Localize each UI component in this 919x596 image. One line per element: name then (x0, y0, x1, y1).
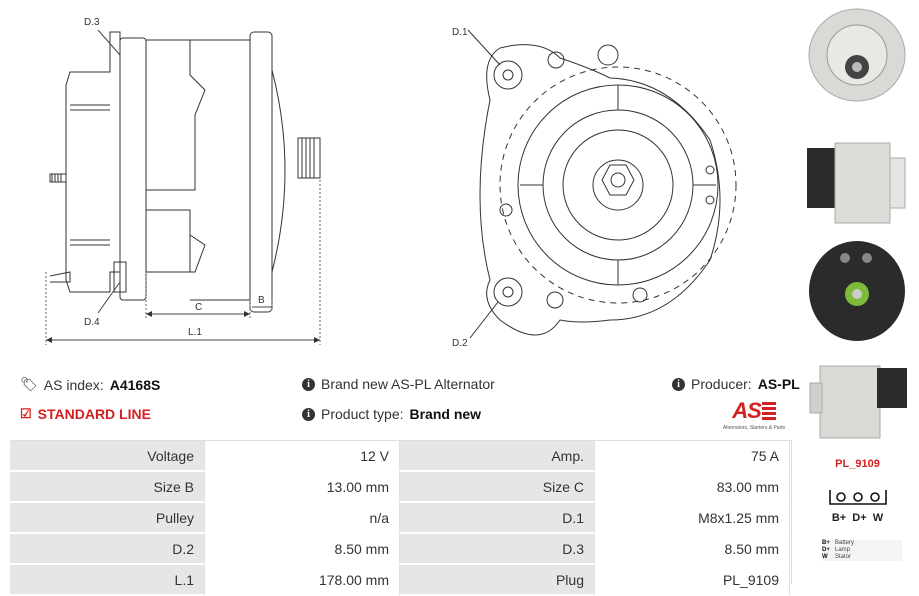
spec-value: 83.00 mm (594, 472, 790, 503)
product-photo-side[interactable] (805, 128, 910, 228)
spec-value: 8.50 mm (204, 534, 400, 565)
spec-label: Size B (10, 472, 204, 503)
plug-terminal-icon (829, 490, 887, 505)
label-l1: L.1 (188, 327, 202, 338)
spec-label: Amp. (400, 441, 594, 472)
label-c: C (195, 302, 202, 313)
spec-label: Pulley (10, 503, 204, 534)
label-d2: D.2 (452, 338, 468, 349)
info-icon: i (672, 377, 685, 391)
spec-value: 13.00 mm (204, 472, 400, 503)
plug-terminals: B+ D+ W (831, 512, 884, 524)
spec-label: Size C (400, 472, 594, 503)
spec-value: n/a (204, 503, 400, 534)
checkbox-icon: ☑ (20, 406, 32, 421)
spec-value: 8.50 mm (594, 534, 790, 565)
spec-value: 12 V (204, 441, 400, 472)
standard-line-badge: ☑ STANDARD LINE (20, 406, 151, 422)
plug-id: PL_9109 (835, 458, 880, 470)
product-photo-rear[interactable] (805, 236, 910, 351)
product-photo-plug-side[interactable] (805, 358, 910, 443)
label-d1: D.1 (452, 27, 468, 38)
spec-label: Voltage (10, 441, 204, 472)
info-icon: i (302, 407, 315, 421)
label-b: B (258, 295, 265, 306)
spec-label: D.3 (400, 534, 594, 565)
spec-label: L.1 (10, 565, 204, 596)
tags-icon: 🏷 (20, 376, 38, 392)
spec-value: 75 A (594, 441, 790, 472)
legend-row: B+Battery (822, 540, 855, 546)
product-photo-front[interactable] (805, 5, 910, 105)
legend-row: D+Lamp (822, 547, 851, 553)
spec-value: PL_9109 (594, 565, 790, 596)
label-d3: D.3 (84, 17, 100, 28)
logo-bars-icon (761, 402, 776, 420)
spec-label: Plug (400, 565, 594, 596)
side-view-drawing: D.3 D.4 C B L.1 (45, 17, 321, 345)
front-view-drawing: D.1 D.2 (452, 27, 737, 349)
info-icon: i (302, 377, 315, 391)
as-logo: AS Alternators, Starters & Parts (722, 398, 786, 431)
as-index: 🏷 AS index:A4168S (20, 376, 161, 393)
spec-label: D.1 (400, 503, 594, 534)
label-d4: D.4 (84, 317, 100, 328)
spec-label: D.2 (10, 534, 204, 565)
product-type: i Product type:Brand new (302, 406, 481, 422)
spec-value: 178.00 mm (204, 565, 400, 596)
spec-value: M8x1.25 mm (594, 503, 790, 534)
producer: i Producer:AS-PL (672, 376, 800, 392)
product-description: i Brand new AS-PL Alternator (302, 376, 495, 392)
